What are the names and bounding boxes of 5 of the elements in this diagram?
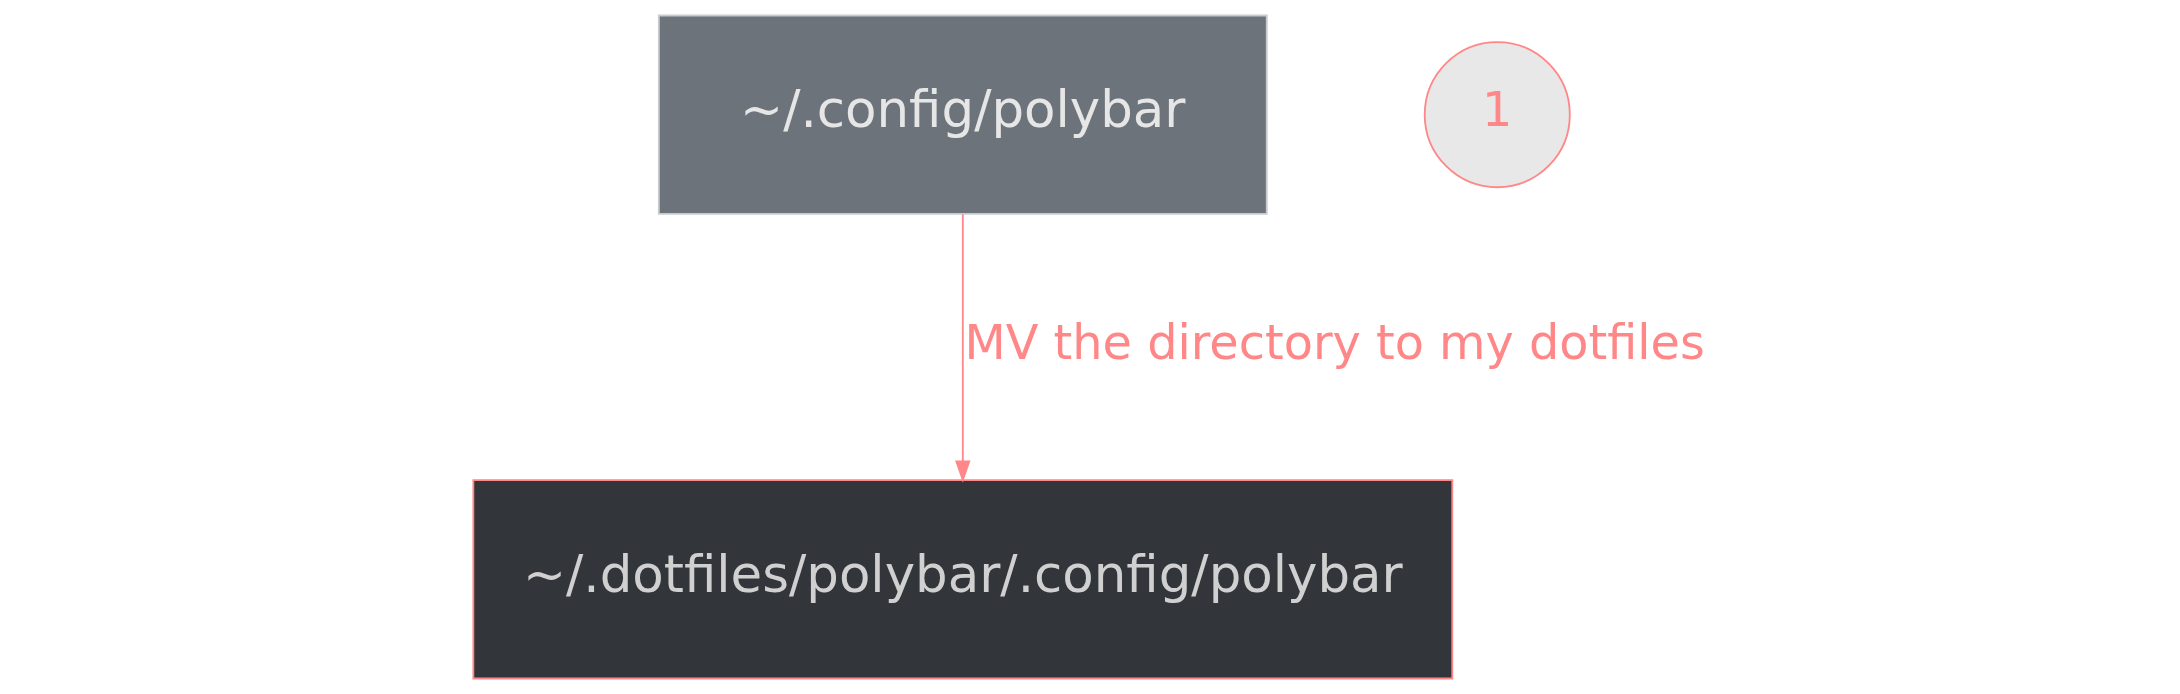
arrow <box>955 213 971 483</box>
node-circle: 1 <box>1423 41 1571 189</box>
edge-label: MV the directory to my dotfiles <box>964 314 1705 370</box>
node-box: ~/.dotfiles/polybar/.config/polybar <box>472 479 1454 680</box>
node-box: ~/.config/polybar <box>657 14 1268 215</box>
